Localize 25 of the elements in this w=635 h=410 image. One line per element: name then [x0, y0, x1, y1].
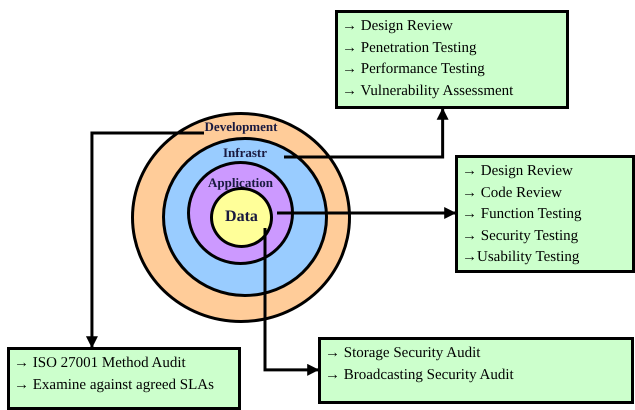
list-item: →Usability Testing — [462, 248, 580, 267]
list-item: → ISO 27001 Method Audit — [14, 354, 187, 373]
arrow — [264, 228, 320, 376]
list-item: → Storage Security Audit — [325, 344, 482, 363]
ring-label: Infrastr — [222, 145, 268, 161]
list-item: → Examine against agreed SLAs — [14, 376, 215, 394]
list-item: → Security Testing — [462, 226, 580, 246]
arrow — [277, 207, 456, 219]
arrow — [284, 108, 449, 158]
list-item: → Design Review — [462, 162, 574, 181]
list-item: → Penetration Testing — [342, 38, 478, 58]
list-box — [335, 10, 569, 109]
list-item: → Design Review — [342, 17, 454, 36]
list-item: → Performance Testing — [342, 60, 486, 79]
list-box — [318, 337, 634, 404]
ring-label: Data — [224, 208, 259, 226]
arrow — [86, 132, 204, 348]
ring-label: Development — [204, 119, 278, 135]
list-item: → Vulnerability Assessment — [342, 82, 514, 100]
list-item: → Broadcasting Security Audit — [325, 366, 515, 384]
list-box — [455, 155, 635, 273]
ring-label: Application — [206, 175, 274, 191]
list-item: → Function Testing — [462, 205, 583, 224]
list-item: → Code Review — [462, 184, 563, 202]
list-box — [7, 347, 241, 410]
